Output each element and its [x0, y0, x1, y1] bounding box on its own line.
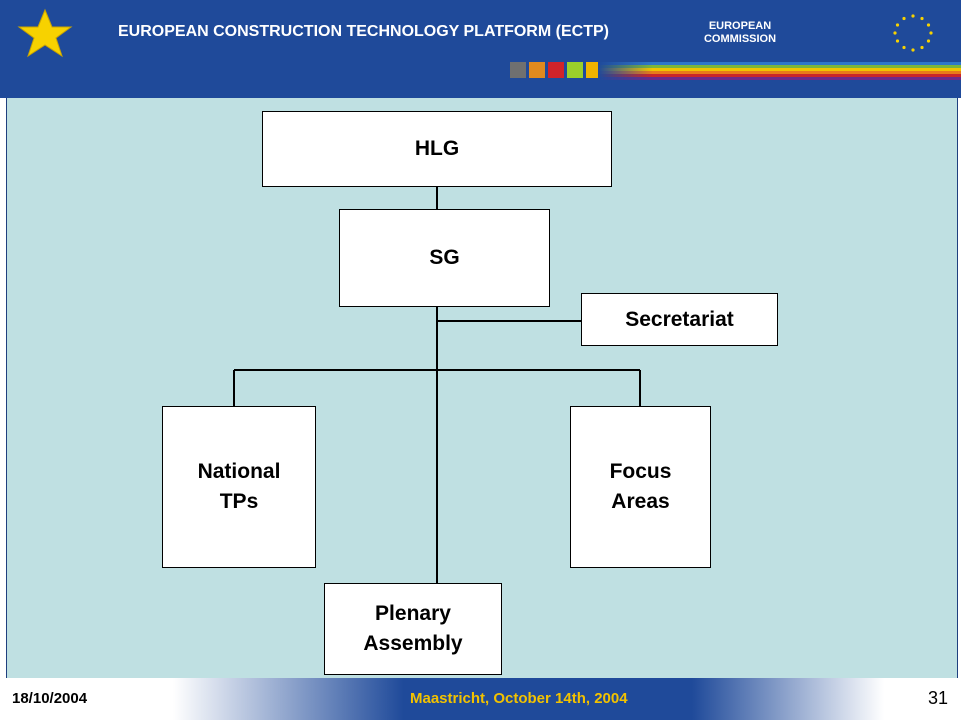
city-icon: [529, 62, 545, 78]
header: EUROPEAN CONSTRUCTION TECHNOLOGY PLATFOR…: [0, 0, 961, 98]
node-plenary-assembly-label: Plenary Assembly: [363, 602, 463, 655]
footer: 18/10/2004 Maastricht, October 14th, 200…: [0, 678, 961, 720]
star-logo-icon: [17, 8, 73, 58]
node-plenary-assembly: Plenary Assembly: [324, 583, 502, 675]
node-hlg: HLG: [262, 111, 612, 187]
sun-icon: [567, 62, 583, 78]
node-focus-areas-label: Focus Areas: [609, 460, 672, 513]
node-sg-label: SG: [429, 246, 460, 269]
node-sg: SG: [339, 209, 550, 307]
page-number: 31: [928, 688, 949, 708]
node-focus-areas: Focus Areas: [570, 406, 711, 568]
footer-event: Maastricht, October 14th, 2004: [410, 690, 628, 707]
eu-flag-icon: [893, 14, 933, 52]
european-commission-label: EUROPEAN COMMISSION: [703, 20, 777, 45]
theme-icons: [510, 62, 602, 78]
node-secretariat-label: Secretariat: [625, 307, 734, 331]
node-secretariat: Secretariat: [581, 293, 778, 346]
tunnel-icon: [510, 62, 526, 78]
content-area: [6, 98, 958, 678]
node-national-tps: National TPs: [162, 406, 316, 568]
node-hlg-label: HLG: [414, 137, 460, 160]
plus-icon: [548, 62, 564, 78]
node-national-tps-label: National TPs: [197, 460, 281, 513]
header-title: EUROPEAN CONSTRUCTION TECHNOLOGY PLATFOR…: [118, 23, 609, 40]
footer-background: [0, 678, 961, 720]
footer-date: 18/10/2004: [12, 690, 88, 707]
rainbow-stripes: [598, 62, 961, 80]
